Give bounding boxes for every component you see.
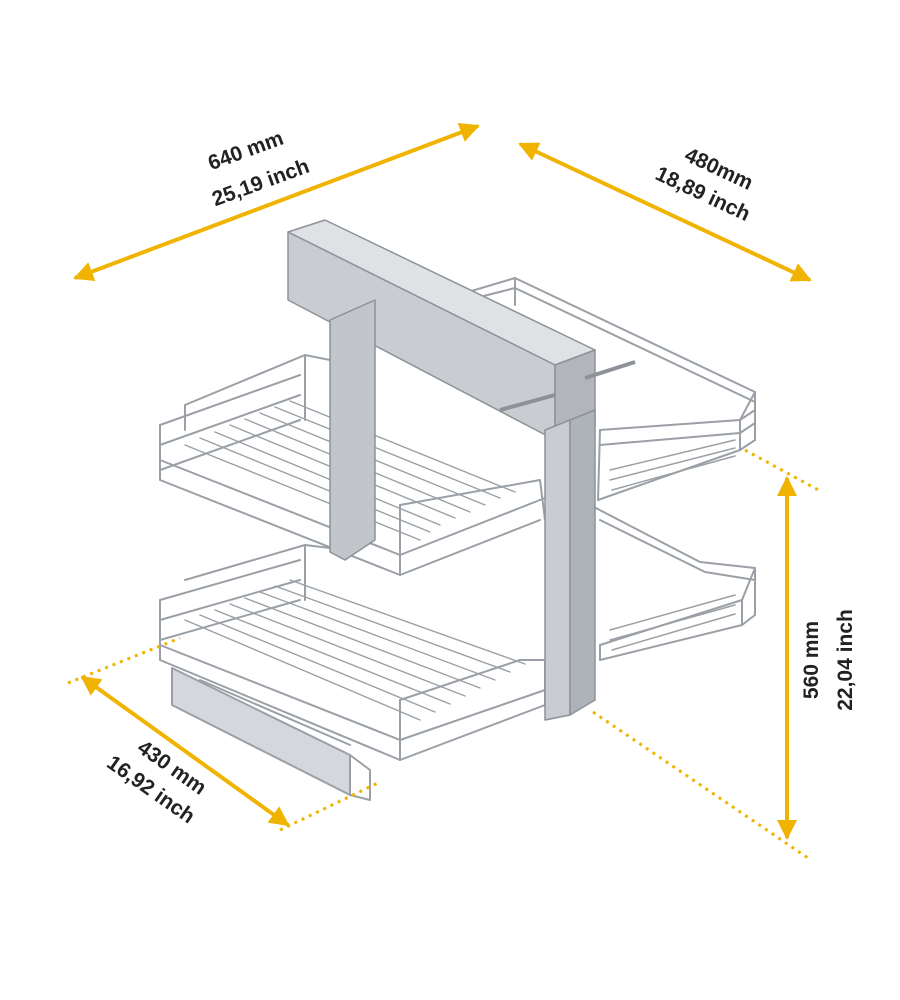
height-mm-label: 560 mm: [800, 621, 823, 699]
height-guide-top: [744, 448, 823, 494]
front-depth-arrow: [80, 675, 290, 827]
top-width-arrow: [73, 122, 480, 282]
height-guide-bottom: [592, 710, 809, 860]
left-upper-basket: [159, 354, 546, 576]
top-depth-arrow: [518, 142, 812, 282]
left-lower-basket: [159, 544, 546, 761]
front-depth-guide-right: [279, 780, 381, 832]
back-right-lower-basket: [589, 504, 756, 661]
height-inch-label: 22,04 inch: [834, 609, 857, 711]
